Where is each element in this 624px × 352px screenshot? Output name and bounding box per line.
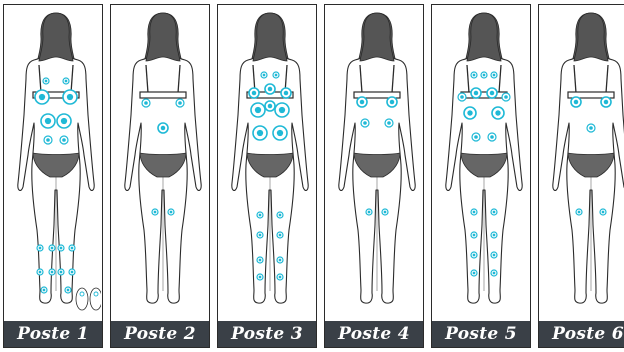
electrode-marker [37, 269, 43, 275]
electrode-marker [277, 212, 283, 218]
electrode-marker [464, 107, 476, 119]
electrode-marker [281, 88, 291, 98]
electrode-marker [491, 209, 497, 215]
electrode-marker [471, 209, 477, 215]
panel-poste-3: Poste 3 [217, 4, 317, 348]
electrode-marker [63, 90, 77, 104]
electrode-marker [502, 93, 510, 101]
electrode-marker [257, 274, 263, 280]
electrode-marker [41, 114, 55, 128]
feet-soles-icon [76, 288, 101, 310]
panel-label: Poste 6 [552, 324, 624, 344]
electrode-marker [265, 101, 275, 111]
electrode-marker [491, 252, 497, 258]
electrode-marker [58, 269, 64, 275]
label-bar: Poste 6 [539, 321, 624, 347]
label-bar: Poste 1 [4, 321, 102, 347]
electrode-marker [488, 133, 496, 141]
electrode-marker [257, 257, 263, 263]
electrode-marker [366, 209, 372, 215]
electrode-marker [277, 257, 283, 263]
electrode-marker [60, 136, 68, 144]
electrode-marker [275, 103, 289, 117]
electrode-marker [69, 269, 75, 275]
electrode-marker [37, 245, 43, 251]
electrode-marker [491, 270, 497, 276]
panel-poste-4: Poste 4 [324, 4, 424, 348]
bra-band [140, 92, 186, 98]
electrode-marker [357, 97, 367, 107]
electrode-marker [265, 84, 275, 94]
bra-band [461, 92, 507, 98]
body-figure [111, 5, 208, 323]
panel-poste-6: Poste 6 [538, 4, 624, 348]
electrode-marker [69, 245, 75, 251]
body-figure [432, 5, 529, 323]
electrode-marker [471, 252, 477, 258]
electrode-marker [41, 287, 47, 293]
electrode-marker [142, 99, 150, 107]
electrode-marker [251, 103, 265, 117]
electrode-marker [168, 209, 174, 215]
electrode-marker [387, 97, 397, 107]
electrode-marker [491, 232, 497, 238]
electrode-marker [471, 72, 477, 78]
label-bar: Poste 5 [432, 321, 530, 347]
electrode-marker [58, 245, 64, 251]
electrode-marker [471, 232, 477, 238]
electrode-marker [385, 119, 393, 127]
electrode-marker [273, 126, 287, 140]
electrode-marker [63, 78, 69, 84]
electrode-marker [176, 99, 184, 107]
electrode-marker [601, 97, 611, 107]
electrode-marker [43, 78, 49, 84]
body-figure [325, 5, 422, 323]
electrode-marker [35, 90, 49, 104]
electrode-marker [49, 245, 55, 251]
panel-label: Poste 5 [445, 324, 517, 344]
body-figure [218, 5, 315, 323]
body-figure [539, 5, 624, 323]
electrode-marker [277, 232, 283, 238]
electrode-marker [487, 88, 497, 98]
electrode-marker [44, 136, 52, 144]
panel-poste-2: Poste 2 [110, 4, 210, 348]
electrode-marker [471, 270, 477, 276]
panel-label: Poste 1 [17, 324, 89, 344]
panel-label: Poste 2 [124, 324, 196, 344]
electrode-marker [576, 209, 582, 215]
electrode-marker [257, 232, 263, 238]
electrode-marker [361, 119, 369, 127]
electrode-marker [491, 72, 497, 78]
electrode-marker [249, 88, 259, 98]
panel-label: Poste 3 [231, 324, 303, 344]
body-figure [4, 5, 101, 323]
electrode-marker [257, 212, 263, 218]
electrode-marker [273, 72, 279, 78]
electrode-marker [492, 107, 504, 119]
electrode-marker [472, 133, 480, 141]
panel-label: Poste 4 [338, 324, 410, 344]
electrode-marker [152, 209, 158, 215]
electrode-marker [471, 88, 481, 98]
electrode-marker [49, 269, 55, 275]
electrode-marker [571, 97, 581, 107]
electrode-marker [458, 93, 466, 101]
label-bar: Poste 3 [218, 321, 316, 347]
label-bar: Poste 2 [111, 321, 209, 347]
electrode-marker [158, 123, 168, 133]
electrode-marker [587, 124, 595, 132]
electrode-marker [382, 209, 388, 215]
electrode-marker [253, 126, 267, 140]
panel-poste-1: Poste 1 [3, 4, 103, 348]
panel-poste-5: Poste 5 [431, 4, 531, 348]
electrode-marker [277, 274, 283, 280]
electrode-marker [65, 287, 71, 293]
electrode-marker [600, 209, 606, 215]
electrode-marker [481, 72, 487, 78]
electrode-marker [57, 114, 71, 128]
label-bar: Poste 4 [325, 321, 423, 347]
electrode-marker [261, 72, 267, 78]
